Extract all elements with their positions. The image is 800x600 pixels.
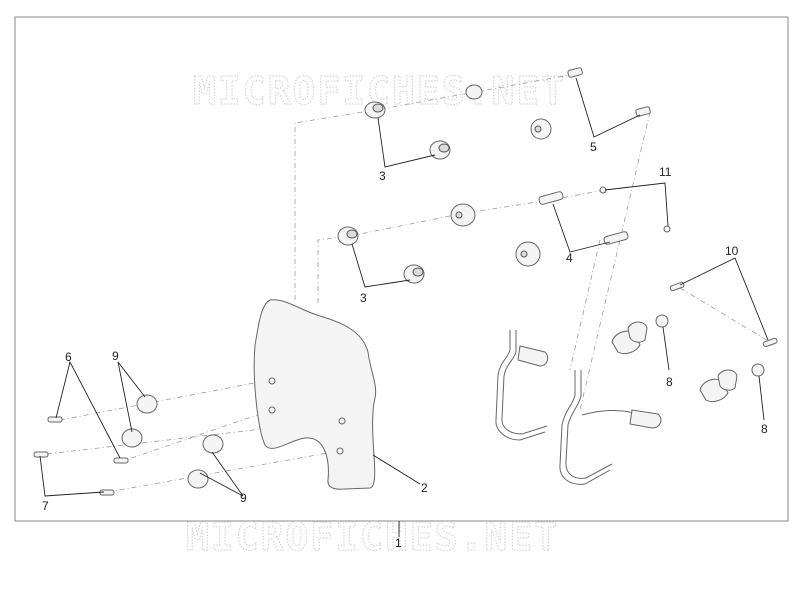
callout-4: 4: [566, 251, 573, 265]
stud-5a: [567, 67, 583, 78]
spacer-mid-top: [530, 118, 552, 140]
callout-6: 6: [65, 350, 72, 364]
clamp-lower: [699, 369, 738, 403]
screw-6a: [47, 416, 63, 423]
callout-9-lower: 9: [240, 491, 247, 505]
grommet-upper-right: [429, 140, 451, 160]
callout-5: 5: [590, 140, 597, 154]
callout-labels: 1 2 3 3 4 5 6 7 8 8 9 9 10 11: [42, 140, 768, 550]
bolt-10b: [762, 337, 778, 348]
assembly-lines: [46, 73, 771, 493]
callout-7: 7: [42, 499, 49, 513]
callout-10: 10: [725, 244, 739, 258]
callout-3-upper: 3: [379, 169, 386, 183]
clamp-upper: [611, 321, 648, 355]
screw-11b: [663, 225, 671, 233]
windshield-panel: [253, 299, 377, 490]
washer-9a: [136, 394, 158, 414]
stud-5b: [635, 106, 651, 117]
leader-lines: [39, 77, 769, 537]
callout-3-lower: 3: [360, 291, 367, 305]
callout-2: 2: [421, 481, 428, 495]
washer-9d: [187, 469, 209, 489]
grommet-lower-left: [337, 226, 359, 246]
nut-8b: [751, 363, 765, 377]
nut-8a: [655, 314, 669, 328]
mounting-rod-left: [495, 330, 549, 441]
washer-9c: [202, 434, 224, 454]
mounting-rod-right: [559, 370, 662, 485]
diagram-frame: [14, 16, 789, 522]
callout-8-lower: 8: [761, 422, 768, 436]
screw-6b: [113, 457, 129, 464]
watermark-bottom: MICROFICHES.NET: [186, 515, 559, 559]
washer-9b: [121, 428, 143, 448]
grommet-lower-right: [403, 264, 425, 284]
spacer-low: [515, 241, 541, 267]
grommet-upper-left: [364, 101, 386, 119]
spacer-mid: [450, 203, 476, 227]
spacer-top: [465, 84, 483, 100]
callout-1: 1: [395, 536, 402, 550]
stud-4a: [538, 191, 564, 205]
stud-4b: [603, 231, 629, 245]
callout-8-upper: 8: [666, 375, 673, 389]
callout-11: 11: [659, 165, 672, 179]
callout-9-upper: 9: [112, 349, 119, 363]
screw-7a: [33, 451, 49, 458]
